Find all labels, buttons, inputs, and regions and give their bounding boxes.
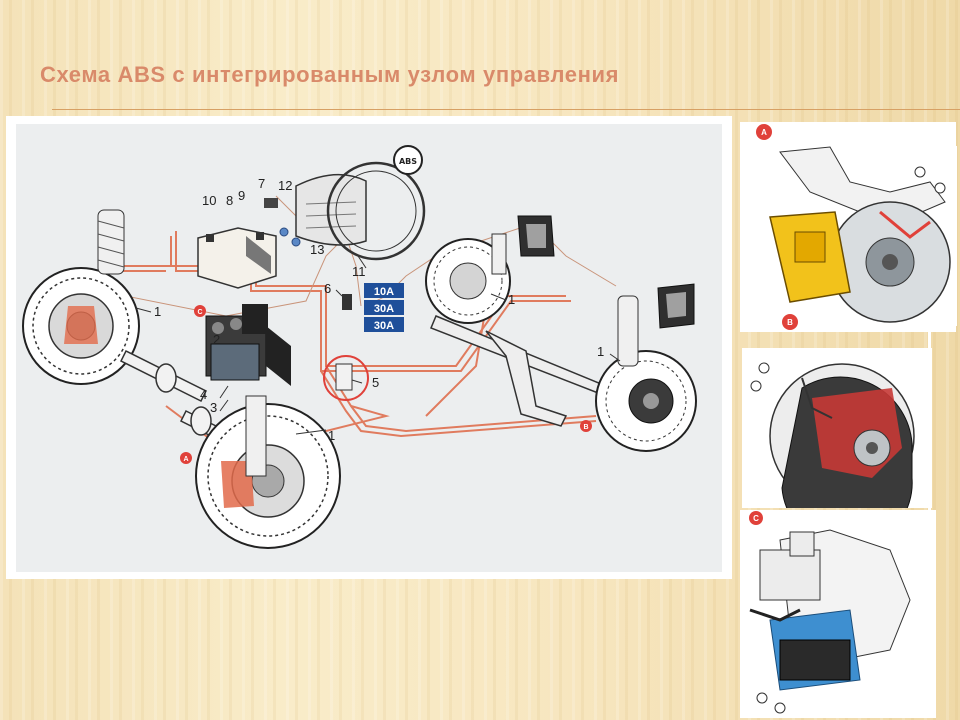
battery	[197, 227, 277, 289]
front-left-wheel	[22, 267, 140, 385]
callout-13: 13	[310, 242, 324, 257]
hydraulic-modulator	[205, 304, 291, 386]
inset-c-hydraulic-unit: C	[740, 510, 936, 718]
svg-text:A: A	[761, 128, 767, 137]
callout-1-front-left: 1	[154, 304, 161, 319]
svg-text:B: B	[583, 424, 588, 431]
inset-b-drum-brake	[742, 348, 932, 508]
inset-a-disc-brake: A B	[740, 122, 956, 332]
callout-8: 8	[226, 193, 233, 208]
callout-1-front-right: 1	[328, 428, 335, 443]
callout-7: 7	[258, 176, 265, 191]
abs-diagram-panel: ABS 10A 30A 30A	[6, 116, 732, 579]
brake-light-switch	[264, 198, 278, 208]
leader-lines	[135, 255, 621, 435]
fuse-label: 30A	[374, 320, 394, 332]
inset-c-marker: C	[749, 511, 763, 525]
relay-5	[323, 355, 369, 401]
callout-12: 12	[278, 178, 292, 193]
inset-a-marker: A	[756, 124, 772, 140]
callout-4: 4	[200, 387, 207, 402]
svg-text:B: B	[787, 318, 793, 327]
callout-1-rear-left: 1	[508, 292, 515, 307]
rear-sensor-right	[657, 283, 695, 329]
inset-b-marker: B	[782, 314, 798, 330]
instrument-cluster	[295, 161, 426, 261]
abs-badge-text: ABS	[399, 157, 417, 166]
callout-11: 11	[352, 264, 366, 279]
rear-sensor-left	[517, 215, 555, 257]
inset-b-edge	[928, 310, 931, 510]
svg-text:C: C	[197, 309, 202, 316]
callout-9: 9	[238, 188, 245, 203]
callout-3: 3	[210, 400, 217, 415]
front-left-strut	[97, 209, 125, 275]
abs-diagram: ABS 10A 30A 30A	[6, 116, 732, 579]
fuse-label: 10A	[374, 286, 394, 298]
marker-a: A	[180, 452, 192, 464]
title-underline	[52, 109, 960, 110]
abs-warning-lamp: ABS	[393, 145, 423, 175]
rear-left-wheel	[425, 233, 511, 324]
callout-6: 6	[324, 281, 331, 296]
svg-text:C: C	[753, 514, 759, 523]
inset-a-edge	[954, 146, 957, 326]
fuse-label: 30A	[374, 303, 394, 315]
marker-c: C	[194, 305, 206, 317]
rear-right-wheel	[595, 295, 697, 452]
callout-5: 5	[372, 375, 379, 390]
callout-1-rear-right: 1	[597, 344, 604, 359]
svg-text:A: A	[183, 456, 188, 463]
fuse-block: 10A 30A 30A	[342, 283, 404, 332]
slide-title: Схема ABS с интегрированным узлом управл…	[40, 62, 620, 87]
marker-b: B	[580, 420, 592, 432]
callout-10: 10	[202, 193, 216, 208]
callout-2: 2	[213, 332, 220, 347]
front-right-wheel	[195, 395, 341, 549]
